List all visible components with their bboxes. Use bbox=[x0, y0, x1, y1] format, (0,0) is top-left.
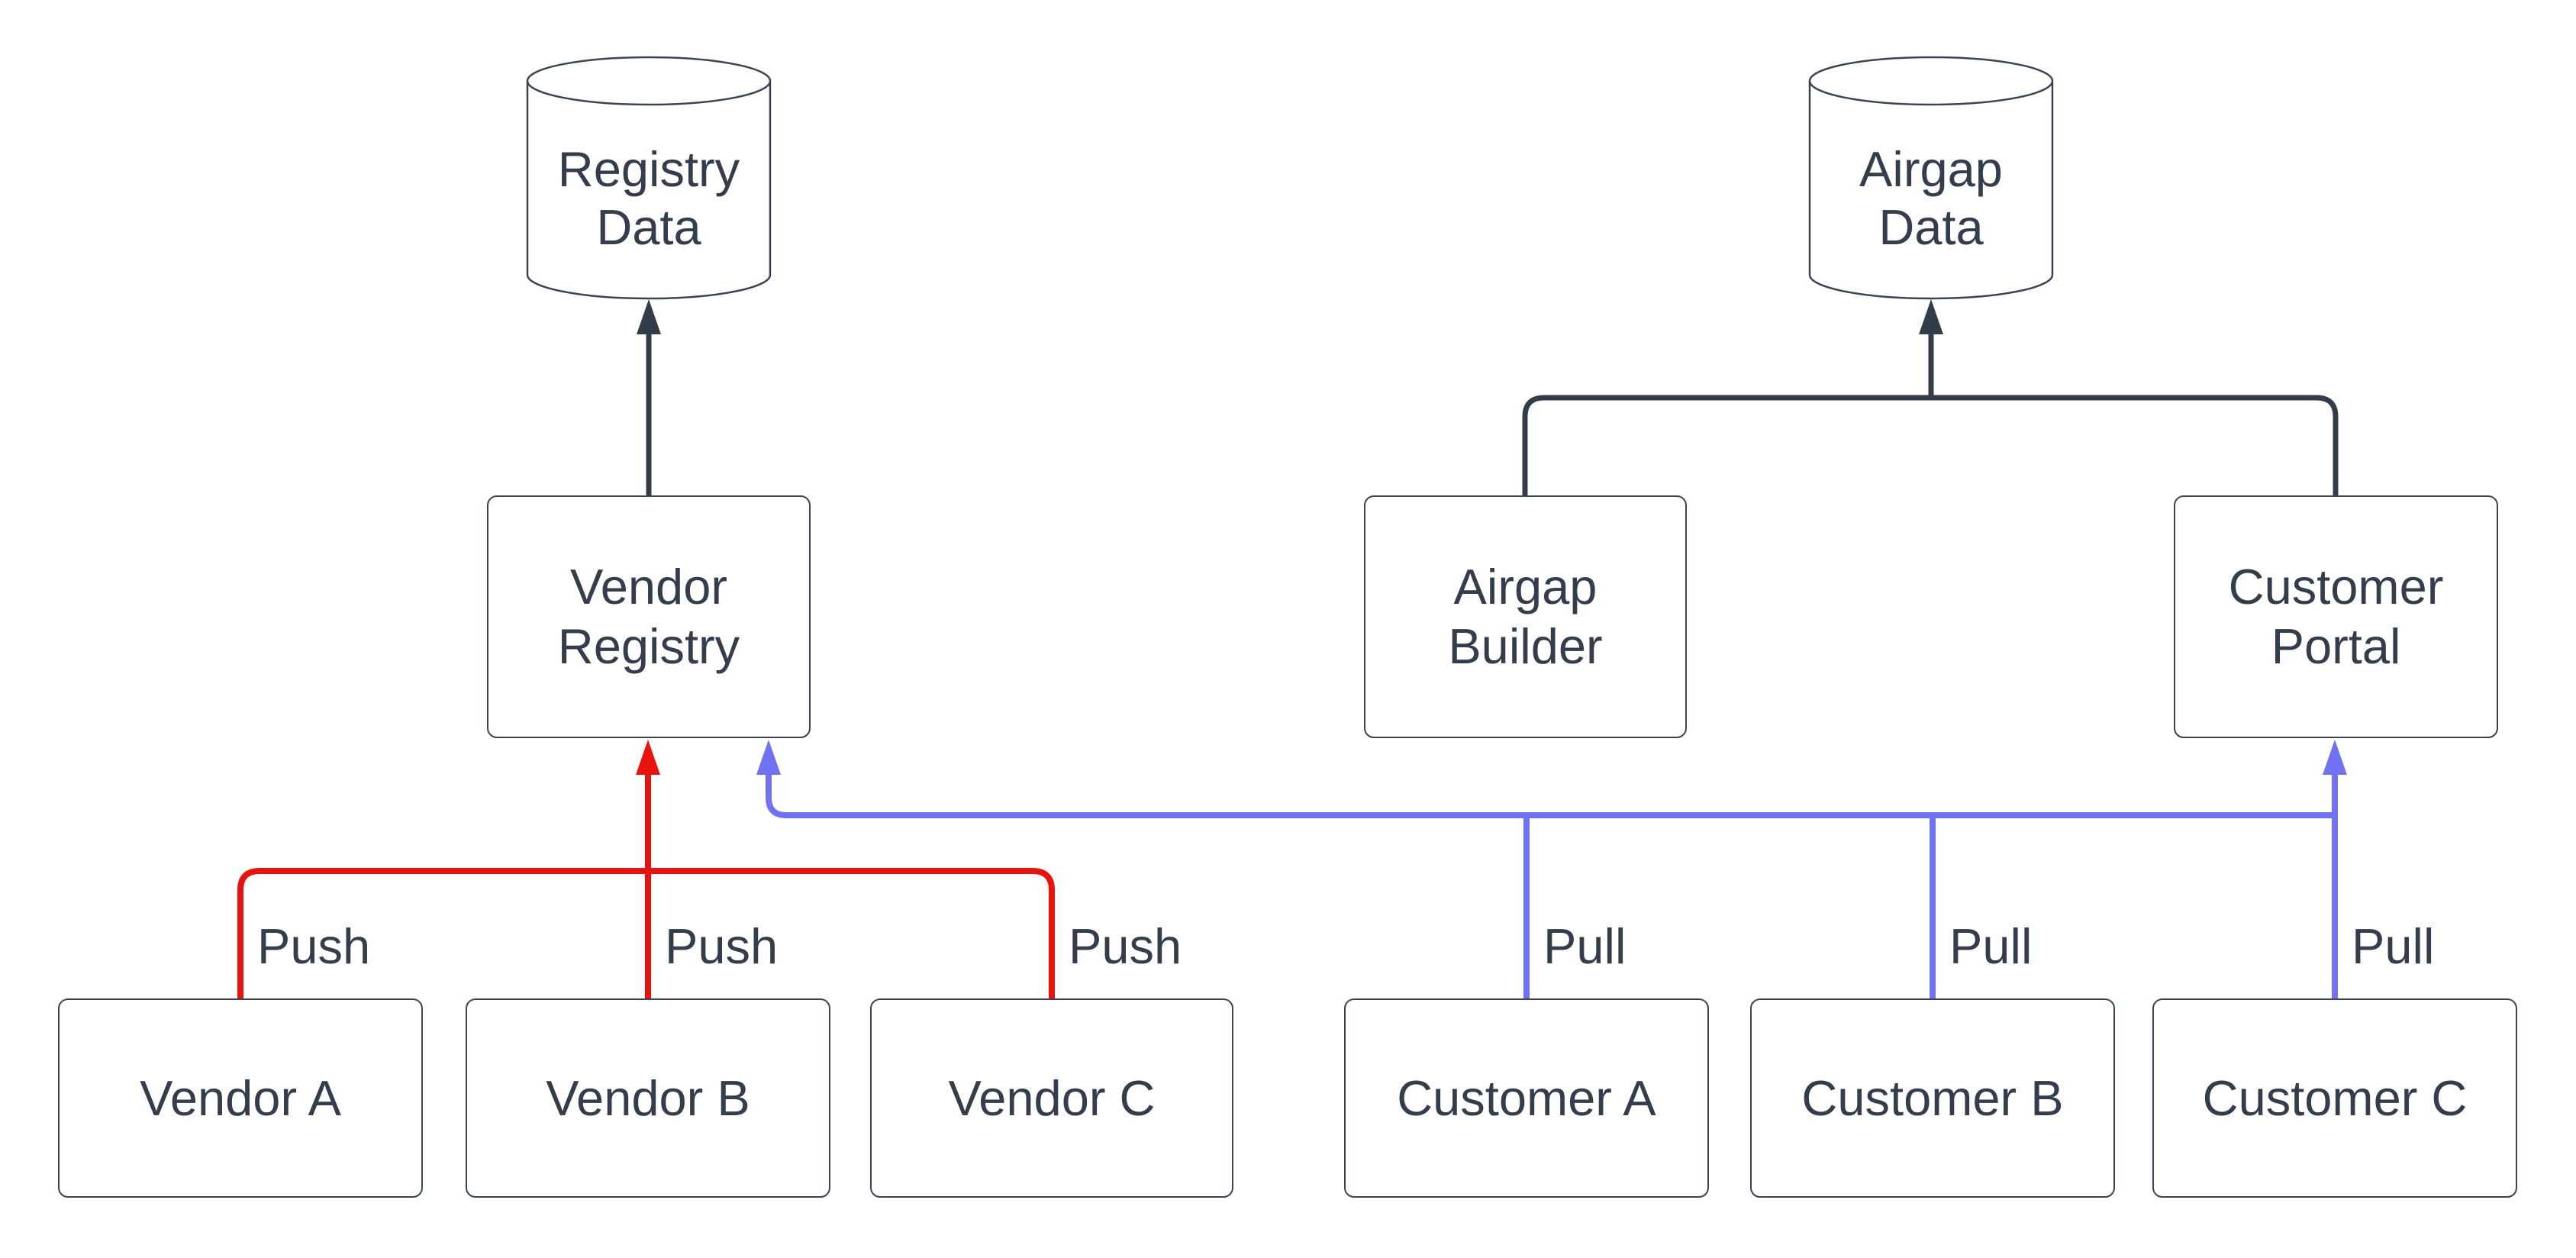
node-vendor-a[interactable]: Vendor A bbox=[58, 998, 423, 1198]
node-airgap-builder[interactable]: Airgap Builder bbox=[1364, 495, 1687, 738]
cylinder-shape bbox=[1808, 56, 2054, 300]
arrowhead-airgap-data bbox=[1919, 299, 1943, 334]
edge-label-push-vendor-c: Push bbox=[1069, 918, 1182, 974]
node-label-line: Airgap bbox=[1859, 141, 2003, 197]
node-vendor-registry[interactable]: Vendor Registry bbox=[487, 495, 811, 738]
edge-label-pull-customer-a: Pull bbox=[1543, 918, 1627, 974]
edge-label-pull-customer-b: Pull bbox=[1949, 918, 2033, 974]
node-registry-data[interactable]: Registry Data bbox=[526, 56, 772, 300]
node-label: Vendor C bbox=[948, 1069, 1156, 1126]
node-label-line: Customer bbox=[2228, 559, 2444, 614]
node-label: Registry Data bbox=[526, 56, 772, 300]
node-label: Customer Portal bbox=[2229, 557, 2444, 676]
edge-label-pull-customer-c: Pull bbox=[2352, 918, 2435, 974]
edge-vendor-a-push bbox=[237, 868, 648, 998]
node-label: Vendor Registry bbox=[558, 557, 740, 676]
node-label-line: Registry bbox=[557, 141, 740, 197]
edge-label-push-vendor-b: Push bbox=[665, 918, 779, 974]
node-label: Customer C bbox=[2202, 1069, 2468, 1126]
edge-label-push-vendor-a: Push bbox=[257, 918, 371, 974]
edge-pull-bus bbox=[766, 774, 2335, 818]
arrowhead-registry-data bbox=[637, 299, 661, 334]
arrowhead-pull-customer-portal bbox=[2323, 740, 2347, 775]
node-vendor-c[interactable]: Vendor C bbox=[870, 998, 1233, 1198]
edge-vendor-c-push bbox=[648, 868, 1055, 998]
arrowhead-pull-vendor-registry bbox=[756, 740, 781, 775]
node-label-line: Airgap bbox=[1453, 559, 1598, 614]
node-label-line: Registry bbox=[557, 618, 740, 674]
cylinder-shape bbox=[526, 56, 772, 300]
node-customer-portal[interactable]: Customer Portal bbox=[2174, 495, 2498, 738]
node-label: Airgap Data bbox=[1808, 56, 2054, 300]
node-label: Airgap Builder bbox=[1448, 557, 1602, 676]
node-label: Customer B bbox=[1801, 1069, 2064, 1126]
node-label-line: Portal bbox=[2271, 618, 2401, 674]
node-customer-a[interactable]: Customer A bbox=[1344, 998, 1709, 1198]
node-label-line: Data bbox=[1878, 199, 1984, 255]
edge-builder-portal-trunk bbox=[1522, 395, 2339, 495]
node-label: Customer A bbox=[1397, 1069, 1656, 1126]
node-label: Vendor B bbox=[546, 1069, 750, 1126]
node-vendor-b[interactable]: Vendor B bbox=[466, 998, 830, 1198]
node-label: Vendor A bbox=[140, 1069, 341, 1126]
node-label-line: Builder bbox=[1448, 618, 1603, 674]
arrowhead-push-vendor-registry bbox=[636, 740, 660, 775]
node-customer-b[interactable]: Customer B bbox=[1750, 998, 2115, 1198]
node-airgap-data[interactable]: Airgap Data bbox=[1808, 56, 2054, 300]
node-customer-c[interactable]: Customer C bbox=[2152, 998, 2517, 1198]
node-label-line: Vendor bbox=[569, 559, 727, 614]
node-label-line: Data bbox=[596, 199, 701, 255]
